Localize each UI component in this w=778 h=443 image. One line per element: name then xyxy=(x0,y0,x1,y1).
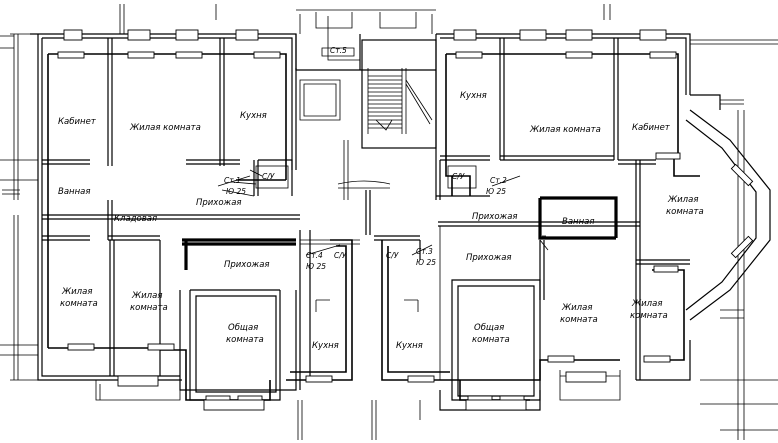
room-label-bathroom-right: Ванная xyxy=(562,217,594,227)
room-label-kabinet-right: Кабинет xyxy=(632,123,671,133)
riser-label-st1-diameter: Ю 25 xyxy=(226,187,246,196)
riser-label-st5: Ст.5 xyxy=(330,46,347,55)
room-label-living-bay-2: комната xyxy=(666,207,704,217)
radiator xyxy=(730,235,754,259)
radiator xyxy=(147,343,175,351)
riser-label-su-4: С/У xyxy=(386,251,399,260)
room-label-bathroom-left: Ванная xyxy=(58,187,90,197)
riser-label-st4-diameter: Ю 25 xyxy=(306,262,326,271)
riser-label-st3: Ст.3 xyxy=(416,247,433,256)
riser-label-st4: Ст.4 xyxy=(306,251,323,260)
radiator xyxy=(547,355,575,363)
room-label-living-bottom-right-a-2: комната xyxy=(560,315,598,325)
room-label-hall-mid-left: Прихожая xyxy=(224,260,270,270)
stairwell xyxy=(299,16,437,235)
riser-labels: Ст.5 Ст.1 Ю 25 С/У С/У Ст.2 Ю 25 Ст.4 Ю … xyxy=(224,46,507,271)
room-label-kitchen-top-right: Кухня xyxy=(460,91,487,101)
room-label-common-right: Общая xyxy=(474,323,504,333)
radiator xyxy=(57,51,85,59)
room-label-common-left-2: комната xyxy=(226,335,264,345)
heating-pipes xyxy=(47,53,700,401)
room-labels: Кабинет Жилая комната Кухня Ванная Кладо… xyxy=(58,91,704,351)
bay-window xyxy=(685,99,771,321)
riser-label-su-3: С/У xyxy=(334,251,347,260)
radiators xyxy=(57,51,754,403)
radiator xyxy=(67,343,95,351)
riser-label-su-1: С/У xyxy=(262,172,275,181)
room-label-living-bottom-right-a: Жилая xyxy=(561,303,592,313)
radiator xyxy=(565,51,593,59)
room-label-living-bottom-left-2: комната xyxy=(60,299,98,309)
radiator xyxy=(655,152,681,160)
radiator xyxy=(253,51,281,59)
room-label-hall-top-left: Прихожая xyxy=(196,198,242,208)
room-label-kitchen-bottom-right: Кухня xyxy=(396,341,423,351)
radiator xyxy=(127,51,155,59)
radiator xyxy=(643,355,671,363)
radiator xyxy=(455,51,483,59)
radiator xyxy=(175,51,203,59)
room-label-living-top-right: Жилая комната xyxy=(529,125,601,135)
room-label-kitchen-top-left: Кухня xyxy=(240,111,267,121)
radiator xyxy=(653,265,679,273)
room-label-common-right-2: комната xyxy=(472,335,510,345)
radiator xyxy=(407,375,435,383)
room-label-living-top-left: Жилая комната xyxy=(129,123,201,133)
riser-label-st3-diameter: Ю 25 xyxy=(416,258,436,267)
room-label-common-left: Общая xyxy=(228,323,258,333)
room-label-living-mid-left: Жилая xyxy=(131,291,162,301)
radiator xyxy=(730,163,754,187)
riser-markers xyxy=(217,47,521,312)
radiator xyxy=(305,375,333,383)
room-label-hall-mid-right: Прихожая xyxy=(466,253,512,263)
room-label-pantry: Кладовая xyxy=(114,214,157,224)
riser-label-su-2: С/У xyxy=(452,172,465,181)
riser-label-st2-diameter: Ю 25 xyxy=(486,187,506,196)
riser-label-st2: Ст.2 xyxy=(490,176,507,185)
windows xyxy=(63,29,667,411)
room-label-living-bottom-left: Жилая xyxy=(61,287,92,297)
room-label-kitchen-bottom-left: Кухня xyxy=(312,341,339,351)
room-label-living-bay: Жилая xyxy=(667,195,698,205)
room-label-living-bottom-right-b: Жилая xyxy=(631,299,662,309)
radiator xyxy=(649,51,677,59)
room-label-living-bottom-right-b-2: комната xyxy=(630,311,668,321)
room-label-living-mid-left-2: комната xyxy=(130,303,168,313)
riser-label-st1: Ст.1 xyxy=(224,176,241,185)
room-label-hall-right: Прихожая xyxy=(472,212,518,222)
room-label-kabinet-left: Кабинет xyxy=(58,117,97,127)
